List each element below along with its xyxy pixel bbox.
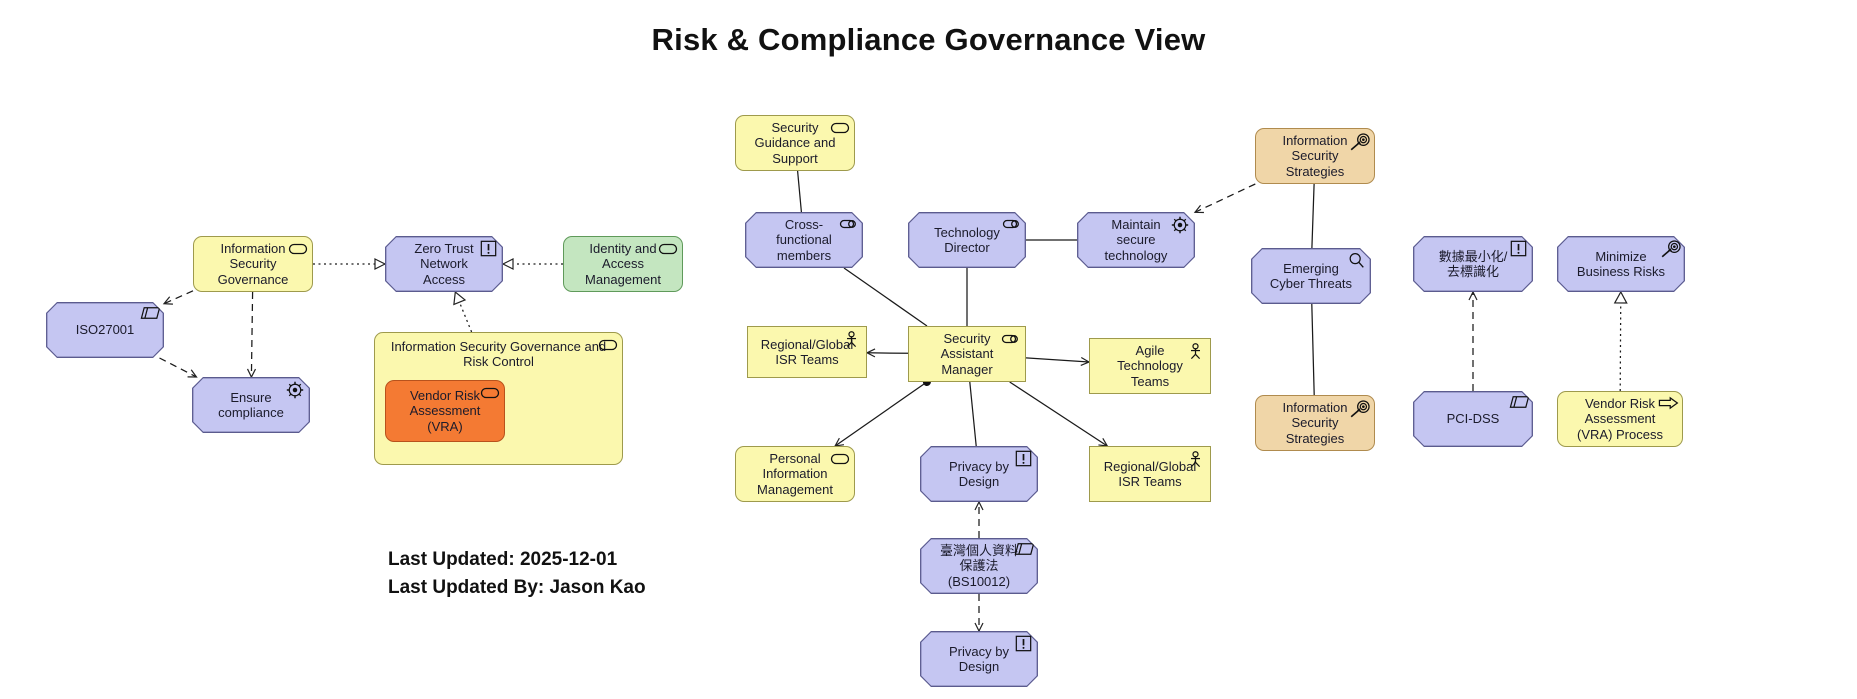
connector-sam-to-isr-teams-left	[865, 348, 909, 358]
connector-emerging-cyber-to-iss-bottom	[1311, 303, 1315, 396]
node-label: Agile Technology Teams	[1117, 343, 1183, 389]
node-label: Privacy by Design	[949, 643, 1009, 674]
node-label: 數據最小化/ 去標識化	[1438, 248, 1508, 279]
node-sec-guidance[interactable]: Security Guidance and Support	[735, 115, 855, 171]
node-label: Information Security Strategies	[1282, 400, 1348, 446]
connector-cross-func-to-sam	[843, 267, 928, 327]
node-iss-top[interactable]: Information Security Strategies	[1255, 128, 1375, 184]
node-ztna[interactable]: Zero Trust Network Access	[385, 236, 503, 292]
node-label: Ensure compliance	[218, 389, 284, 420]
last-updated-text: Last Updated: 2025-12-01	[388, 549, 618, 570]
node-isr-teams-right[interactable]: Regional/Global ISR Teams	[1089, 446, 1211, 502]
node-pci-dss[interactable]: PCI-DSS	[1413, 391, 1533, 447]
connector-isgrc-group-to-ztna	[455, 292, 473, 333]
node-iam[interactable]: Identity and Access Management	[563, 236, 683, 292]
connector-sam-to-pbd-top	[969, 381, 977, 447]
node-cross-func[interactable]: Cross- functional members	[745, 212, 863, 268]
page-title: Risk & Compliance Governance View	[651, 22, 1206, 57]
node-ensure-compl[interactable]: Ensure compliance	[192, 377, 310, 433]
node-label: Zero Trust Network Access	[414, 241, 474, 287]
artifact-icon	[140, 306, 158, 322]
node-label: Minimize Business Risks	[1576, 248, 1666, 279]
connector-isg-to-iso27001	[162, 290, 194, 305]
node-label: Privacy by Design	[949, 458, 1009, 489]
node-pim[interactable]: Personal Information Management	[735, 446, 855, 502]
node-label: Vendor Risk Assessment (VRA)	[409, 388, 481, 434]
last-updated-by-text: Last Updated By: Jason Kao	[388, 577, 646, 598]
node-maintain-tech[interactable]: Maintain secure technology	[1077, 212, 1195, 268]
node-label: Security Assistant Manager	[940, 331, 994, 377]
node-isr-teams-left[interactable]: Regional/Global ISR Teams	[747, 326, 867, 378]
node-label: Personal Information Management	[757, 451, 833, 497]
connector-sam-to-agile-teams	[1025, 356, 1091, 367]
node-label: Information Security Governance and Risk…	[390, 339, 607, 370]
node-isg[interactable]: Information Security Governance	[193, 236, 313, 292]
node-label: Information Security Governance	[217, 241, 289, 287]
node-iss-bottom[interactable]: Information Security Strategies	[1255, 395, 1375, 451]
node-data-minimize[interactable]: 數據最小化/ 去標識化	[1413, 236, 1533, 292]
node-agile-teams[interactable]: Agile Technology Teams	[1089, 338, 1211, 394]
node-tech-director[interactable]: Technology Director	[908, 212, 1026, 268]
node-sam[interactable]: Security Assistant Manager	[908, 326, 1026, 382]
connector-iss-top-to-emerging-cyber	[1311, 183, 1315, 249]
node-pbd-top[interactable]: Privacy by Design	[920, 446, 1038, 502]
connector-isg-to-ensure-compl	[246, 291, 257, 379]
connector-sec-guidance-to-cross-func	[796, 170, 803, 213]
node-label: Cross- functional members	[776, 217, 832, 263]
node-label: 臺灣個人資料 保護法 (BS10012)	[939, 543, 1018, 589]
node-minimize-risk[interactable]: Minimize Business Risks	[1557, 236, 1685, 292]
node-label: PCI-DSS	[1446, 411, 1500, 427]
connector-sam-to-pim	[833, 378, 931, 447]
connector-iss-top-to-maintain-tech	[1193, 183, 1256, 214]
node-pbd-bottom[interactable]: Privacy by Design	[920, 631, 1038, 687]
node-label: Security Guidance and Support	[754, 120, 836, 166]
node-iso27001[interactable]: ISO27001	[46, 302, 164, 358]
artifact-icon	[1509, 395, 1527, 411]
node-vra[interactable]: Vendor Risk Assessment (VRA)	[385, 380, 505, 442]
node-label: Maintain secure technology	[1104, 217, 1168, 263]
node-label: Regional/Global ISR Teams	[760, 336, 854, 367]
node-label: ISO27001	[75, 322, 135, 338]
node-vra-process[interactable]: Vendor Risk Assessment (VRA) Process	[1557, 391, 1683, 447]
connector-iso27001-to-ensure-compl	[159, 357, 198, 378]
node-label: Emerging Cyber Threats	[1269, 260, 1353, 291]
connector-vra-process-to-minimize-risk	[1620, 292, 1621, 392]
node-label: Technology Director	[934, 224, 1000, 255]
node-pdpa-tw[interactable]: 臺灣個人資料 保護法 (BS10012)	[920, 538, 1038, 594]
node-label: Regional/Global ISR Teams	[1103, 458, 1197, 489]
node-label: Identity and Access Management	[585, 241, 661, 287]
node-label: Information Security Strategies	[1282, 133, 1348, 179]
node-label: Vendor Risk Assessment (VRA) Process	[1577, 396, 1663, 442]
node-emerging-cyber[interactable]: Emerging Cyber Threats	[1251, 248, 1371, 304]
